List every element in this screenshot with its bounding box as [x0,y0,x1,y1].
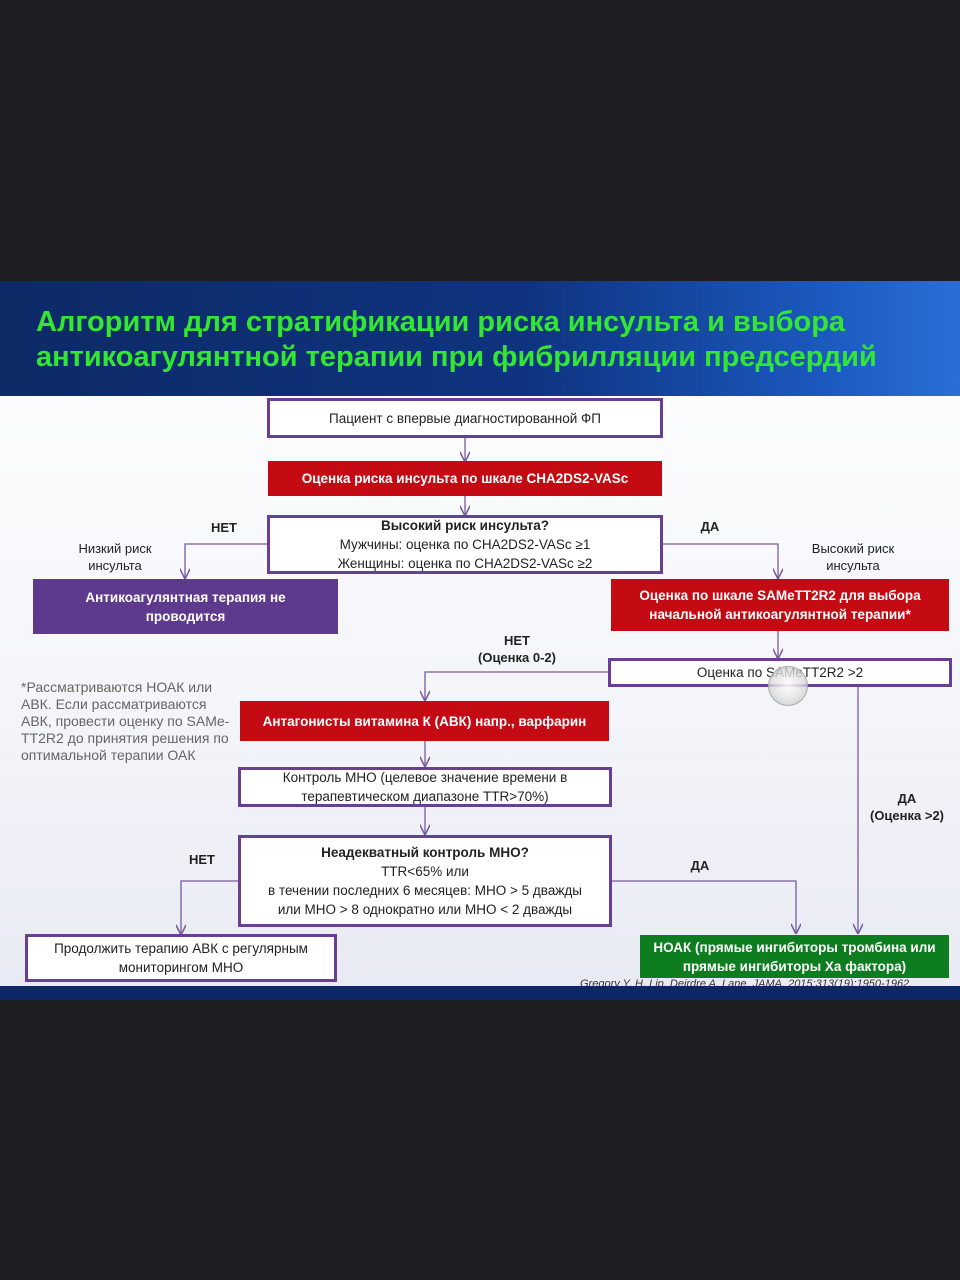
label-no-3: НЕТ [189,852,215,867]
node-stroke-risk-assessment: Оценка риска инсульта по шкале CHA2DS2-V… [268,461,662,496]
label-no-2-sub: (Оценка 0-2) [478,650,556,665]
label-yes-2-sub: (Оценка >2) [869,808,944,823]
slide: Алгоритм для стратификации риска инсульт… [0,281,960,1000]
high-risk-men: Мужчины: оценка по CHA2DS2-VASc ≥1 [339,537,591,552]
node-samett-assessment: Оценка по шкале SAMeTT2R2 для выбора нач… [611,579,949,631]
arrow-inadequate-no [181,880,239,934]
avk-text: Антагонисты витамина К (АВК) напр., варф… [262,713,587,729]
label-yes-3: ДА [690,858,710,873]
pointer-indicator [768,666,808,706]
label-high-risk: Высокий риск инсульта [811,541,895,573]
node-patient: Пациент с впервые диагностированной ФП [267,398,663,438]
inadequate-line1: TTR<65% или [381,864,469,879]
label-no-1: НЕТ [211,520,237,535]
node-high-risk-question: Высокий риск инсульта? Мужчины: оценка п… [267,515,663,574]
noac-text: НОАК (прямые ингибиторы тромбина или пря… [653,939,936,974]
node-patient-text: Пациент с впервые диагностированной ФП [328,410,602,426]
node-assess-text: Оценка риска инсульта по шкале CHA2DS2-V… [301,471,629,486]
inr-control-text: Контроль МНО (целевое значение времени в… [282,770,568,804]
node-continue-vka: Продолжить терапию АВК с регулярным мони… [25,934,337,982]
inadequate-line2: в течении последних 6 месяцев: МНО > 5 д… [268,883,582,898]
no-ac-text: Антикоагулянтная терапия не проводится [85,589,286,624]
node-inadequate-inr: Неадекватный контроль МНО? TTR<65% или в… [238,835,612,927]
title-line-1: Алгоритм для стратификации риска инсульт… [36,306,846,338]
label-yes-2-main: ДА [897,791,917,806]
high-risk-women: Женщины: оценка по CHA2DS2-VASc ≥2 [337,556,593,571]
slide-header: Алгоритм для стратификации риска инсульт… [0,281,960,396]
arrow-highrisk-yes [662,543,778,578]
label-no-2-main: НЕТ [504,633,530,648]
label-yes-2: ДА (Оценка >2) [862,790,952,824]
arrow-highrisk-no [185,543,268,578]
connector-lines [0,437,960,1000]
arrow-inadequate-yes [610,880,796,933]
footnote: *Рассматриваются НОАК или АВК. Если расс… [21,679,230,763]
title-line-2: антикоагулянтной терапии при фибрилляции… [36,341,877,373]
slide-title: Алгоритм для стратификации риска инсульт… [36,305,936,375]
slide-footer-bar [0,986,960,1000]
label-no-2: НЕТ (Оценка 0-2) [462,632,572,666]
high-risk-question: Высокий риск инсульта? [380,518,550,533]
label-yes-1: ДА [700,519,720,534]
node-noac: НОАК (прямые ингибиторы тромбина или пря… [640,935,949,978]
inadequate-question: Неадекватный контроль МНО? [321,845,529,860]
samett-text: Оценка по шкале SAMeTT2R2 для выбора нач… [639,588,921,622]
continue-text: Продолжить терапию АВК с регулярным мони… [54,941,308,975]
node-vka: Антагонисты витамина К (АВК) напр., варф… [240,701,609,741]
node-inr-control: Контроль МНО (целевое значение времени в… [238,767,612,807]
node-no-anticoagulation: Антикоагулянтная терапия не проводится [33,579,338,634]
arrow-q-no [425,671,609,700]
inadequate-line3: или МНО > 8 однократно или МНО < 2 дважд… [277,902,573,917]
label-low-risk: Низкий риск инсульта [78,541,152,573]
